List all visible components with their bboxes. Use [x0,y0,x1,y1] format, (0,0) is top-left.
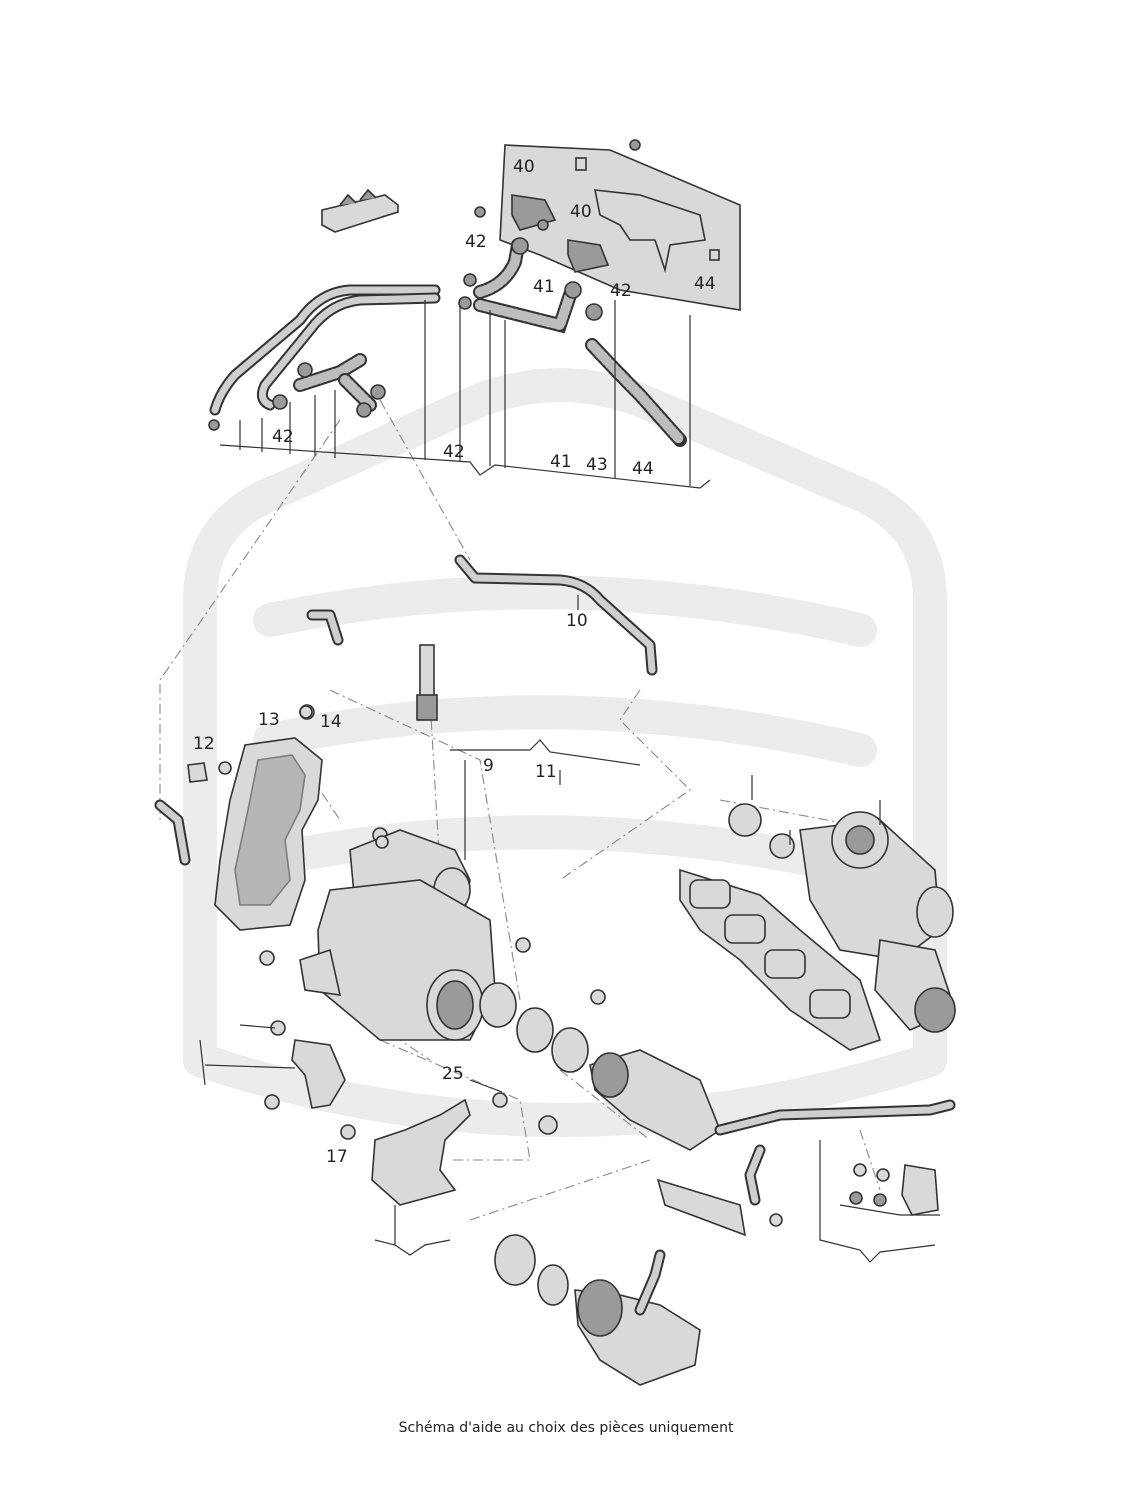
middle-leaders [450,739,641,860]
watermark-logo [183,368,947,1137]
label-17: 17 [326,1147,348,1167]
label-43: 43 [586,455,608,475]
part-labels: 40 40 42 41 42 44 42 42 41 43 44 10 13 1… [193,157,716,1167]
label-44: 44 [694,274,716,294]
top-leaders [219,300,711,489]
lower-brackets [199,1020,558,1256]
fasteners-group [819,1140,940,1263]
clamps-rings [259,705,606,1073]
label-42: 42 [443,442,465,462]
label-41: 41 [550,452,572,472]
caption: Schéma d'aide au choix des pièces unique… [398,1420,734,1436]
sensors [299,609,438,843]
catalytic-converter [299,829,517,1041]
label-44: 44 [632,459,654,479]
label-9: 9 [483,756,494,776]
label-10: 10 [566,611,588,631]
label-42: 42 [610,281,632,301]
label-40: 40 [513,157,535,177]
pipe-10 [454,554,658,676]
label-11: 11 [535,762,557,782]
label-12: 12 [193,734,215,754]
label-14: 14 [320,712,342,732]
bracket-12 [154,761,232,866]
label-41: 41 [533,277,555,297]
exhaust-front-pipe [589,1049,956,1237]
label-40: 40 [570,202,592,222]
turbocharger-manifold [679,775,956,1051]
label-13: 13 [258,710,280,730]
label-42: 42 [272,427,294,447]
heat-shield-plate [499,144,741,311]
heat-shield-13 [214,737,323,931]
assembly-guide-lines [159,399,881,1221]
label-42: 42 [465,232,487,252]
vacuum-lines [208,139,687,447]
turbo-outlet-elbow [494,1234,701,1386]
hose-bracket [321,188,399,233]
label-25: 25 [442,1064,464,1084]
